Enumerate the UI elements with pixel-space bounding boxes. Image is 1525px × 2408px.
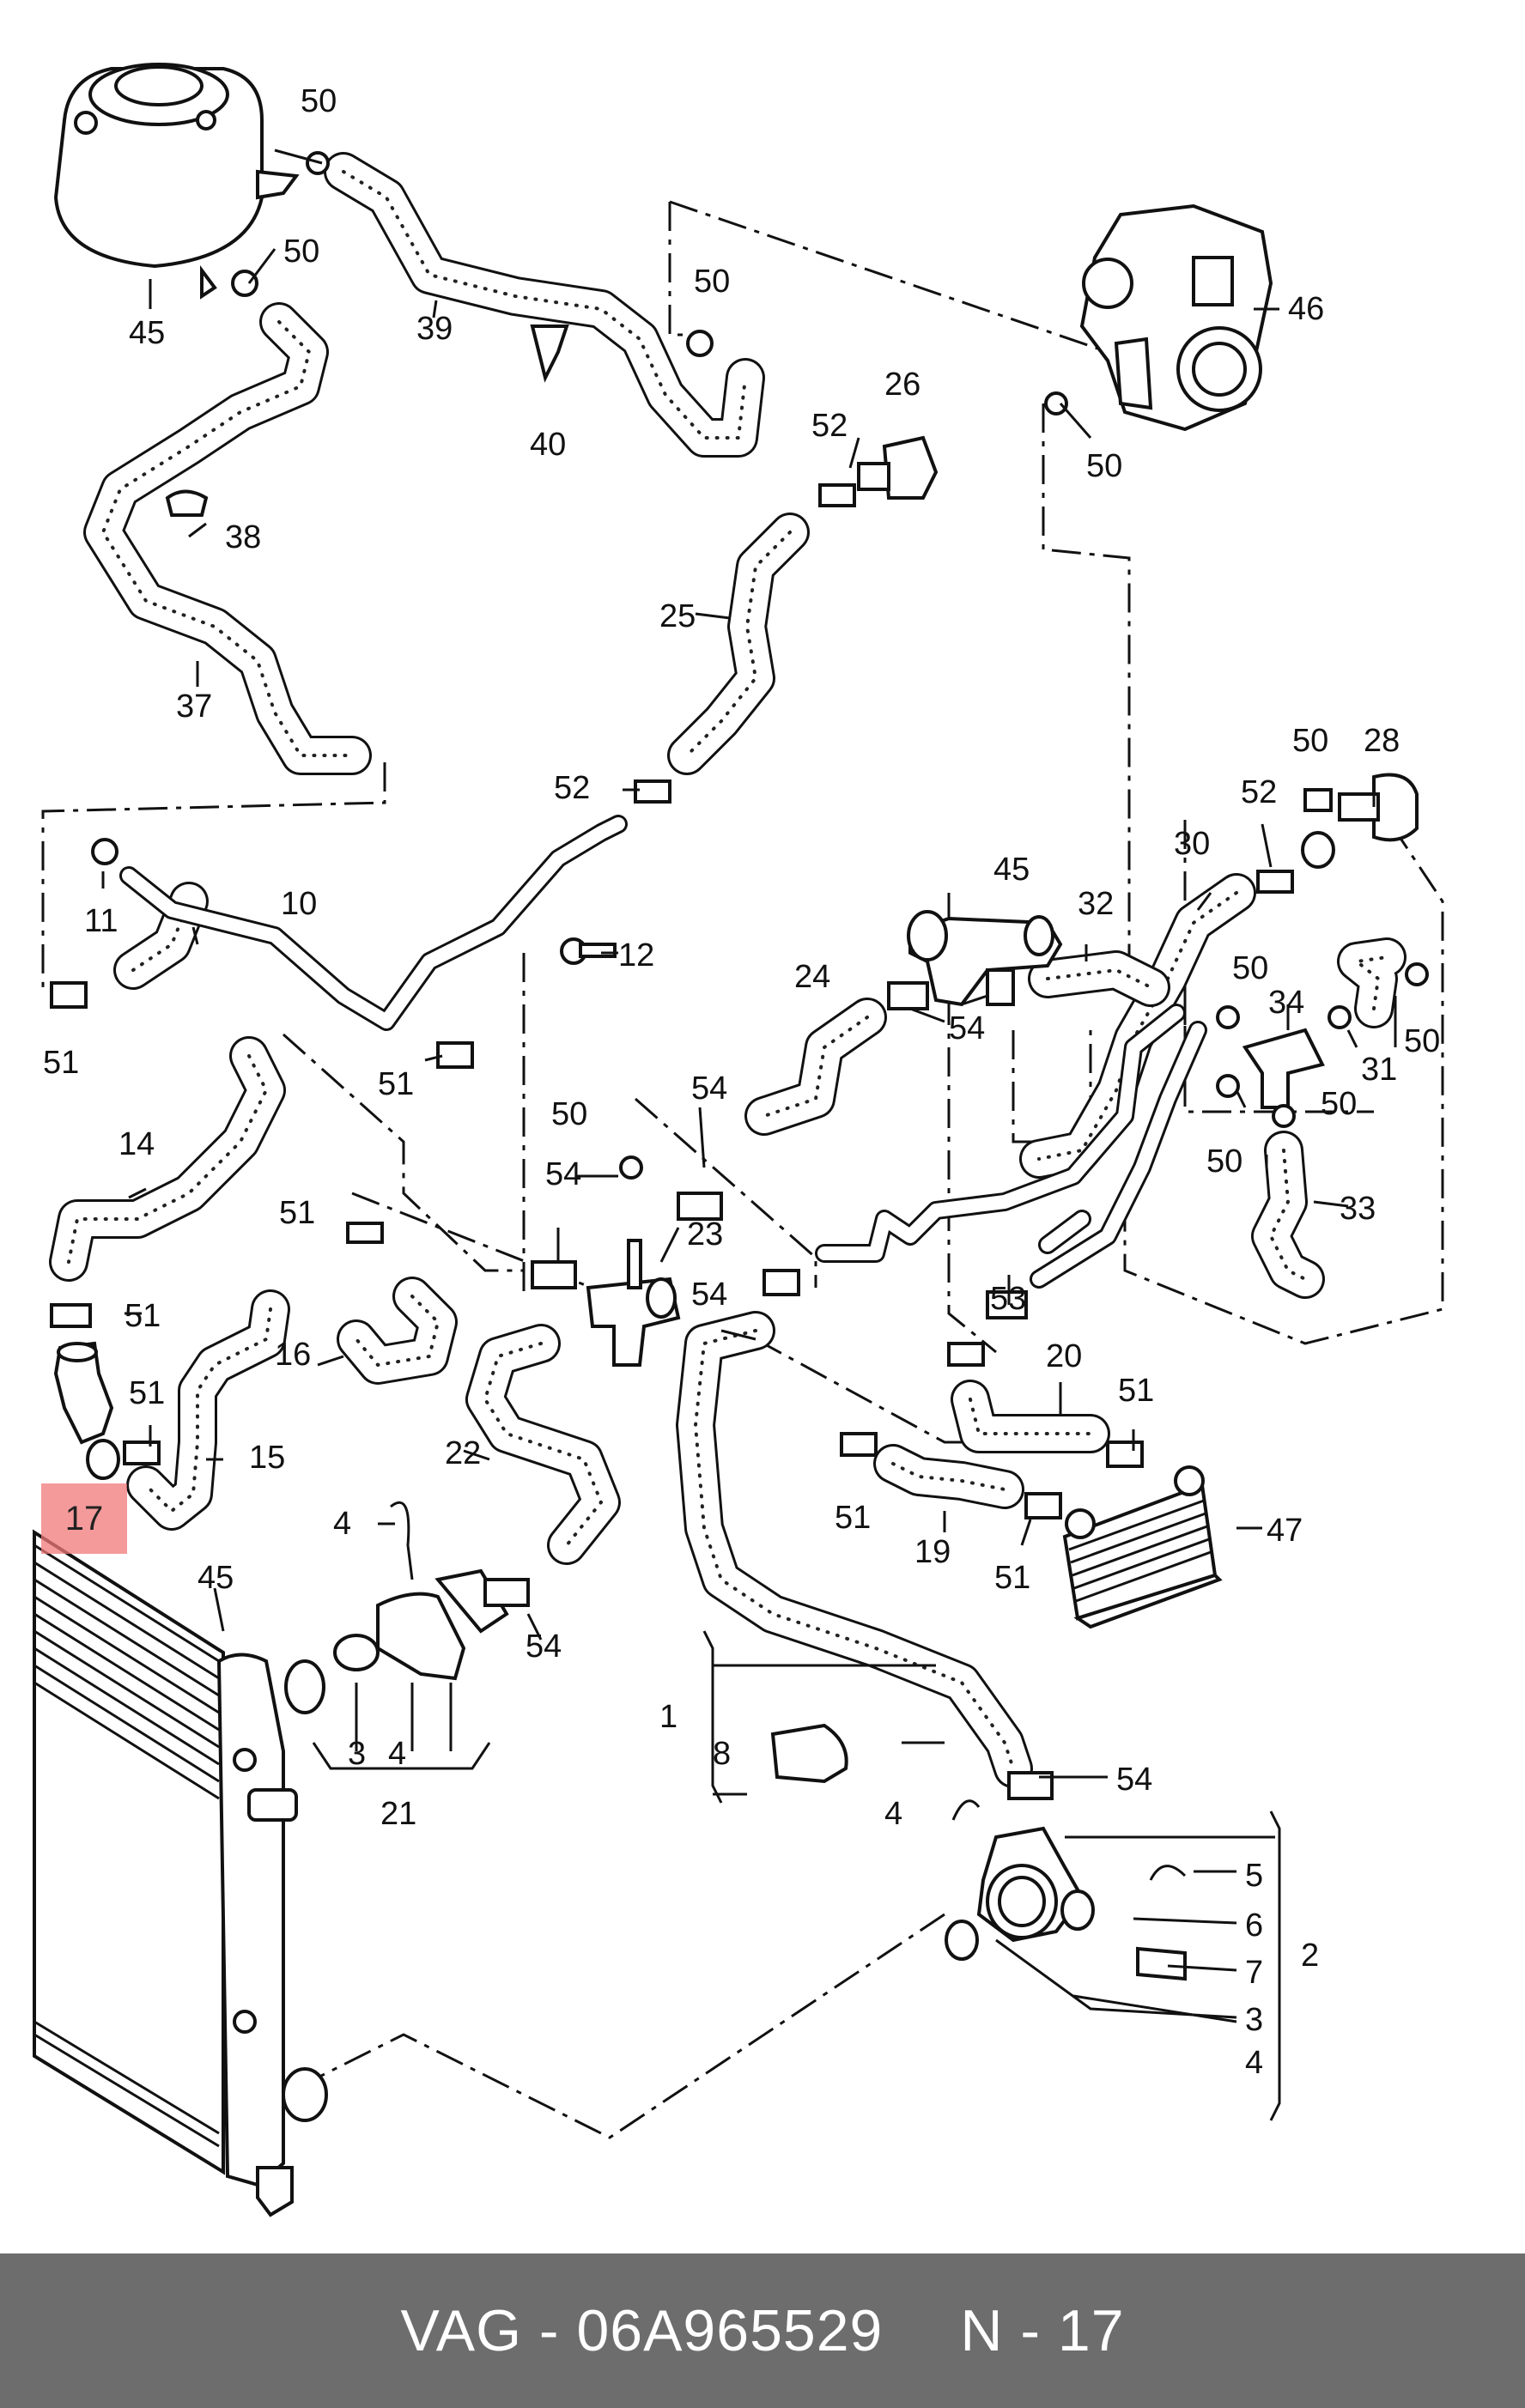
callout-54: 54 xyxy=(691,1071,727,1107)
oil-cooler xyxy=(1062,1465,1223,1629)
callout-51: 51 xyxy=(279,1195,315,1231)
callout-20: 20 xyxy=(1046,1338,1082,1374)
callout-50: 50 xyxy=(551,1096,587,1132)
callout-22: 22 xyxy=(445,1435,481,1471)
callout-45: 45 xyxy=(197,1560,234,1596)
callout-51: 51 xyxy=(994,1560,1030,1596)
coolant-system-exploded-diagram: 50 50 45 39 40 50 46 50 26 52 38 25 37 5… xyxy=(33,63,1444,2217)
callout-51: 51 xyxy=(129,1375,165,1411)
callout-4: 4 xyxy=(1245,2045,1263,2081)
callout-53: 53 xyxy=(990,1281,1026,1317)
callout-51: 51 xyxy=(835,1500,871,1536)
callout-51: 51 xyxy=(125,1298,161,1334)
callout-50: 50 xyxy=(1232,950,1268,986)
callout-54: 54 xyxy=(526,1629,562,1665)
callout-15: 15 xyxy=(249,1440,285,1476)
callout-50: 50 xyxy=(1086,448,1122,484)
callout-51: 51 xyxy=(1118,1373,1154,1409)
callout-31: 31 xyxy=(1361,1052,1397,1088)
callout-54: 54 xyxy=(949,1010,985,1046)
callout-19: 19 xyxy=(914,1534,951,1570)
radiator xyxy=(33,1529,328,2217)
callout-32: 32 xyxy=(1078,886,1114,922)
callout-46: 46 xyxy=(1288,291,1324,327)
callout-2: 2 xyxy=(1301,1938,1319,1974)
callout-labels: 50 50 45 39 40 50 46 50 26 52 38 25 37 5… xyxy=(43,83,1440,2081)
callout-50: 50 xyxy=(283,234,319,270)
hose-clamps xyxy=(50,151,1429,1800)
callout-11: 11 xyxy=(84,903,118,939)
callout-47: 47 xyxy=(1267,1513,1303,1549)
callout-24: 24 xyxy=(794,959,830,995)
leader-lines xyxy=(101,149,1397,2121)
callout-50: 50 xyxy=(1404,1023,1440,1059)
highlighted-part-label: 17 xyxy=(64,1499,104,1538)
callout-4: 4 xyxy=(388,1736,406,1772)
callout-45: 45 xyxy=(129,315,165,351)
fittings xyxy=(53,325,1419,1981)
callout-3: 3 xyxy=(348,1736,366,1772)
callout-3: 3 xyxy=(1245,2002,1263,2038)
callout-7: 7 xyxy=(1245,1955,1263,1991)
callout-52: 52 xyxy=(811,408,848,444)
callout-50: 50 xyxy=(694,264,730,300)
group-outline-lines xyxy=(41,200,1444,2139)
callout-37: 37 xyxy=(176,688,212,725)
callout-12: 12 xyxy=(618,937,654,974)
expansion-tank xyxy=(53,63,300,300)
callout-34: 34 xyxy=(1268,985,1304,1021)
diagram-position: N - 17 xyxy=(960,2298,1125,2363)
callout-6: 6 xyxy=(1245,1908,1263,1944)
callout-25: 25 xyxy=(659,598,696,634)
callout-14: 14 xyxy=(118,1126,155,1162)
callout-51: 51 xyxy=(43,1045,79,1081)
part-info-footer: VAG - 06A965529 N - 17 xyxy=(0,2253,1525,2408)
callout-38: 38 xyxy=(225,519,261,555)
callout-4: 4 xyxy=(884,1796,902,1832)
callout-52: 52 xyxy=(554,770,590,806)
callout-26: 26 xyxy=(884,367,920,403)
callout-51: 51 xyxy=(378,1066,414,1102)
callout-10: 10 xyxy=(281,886,317,922)
callout-30: 30 xyxy=(1174,826,1210,862)
callout-50: 50 xyxy=(1292,723,1328,759)
callout-45: 45 xyxy=(993,852,1030,888)
callout-1: 1 xyxy=(659,1699,677,1735)
callout-5: 5 xyxy=(1245,1858,1263,1894)
callout-8: 8 xyxy=(713,1736,731,1772)
rigid-pipes xyxy=(119,815,1207,1289)
callout-21: 21 xyxy=(380,1796,416,1832)
callout-50: 50 xyxy=(1206,1143,1242,1180)
throttle-body xyxy=(1079,203,1273,432)
callout-33: 33 xyxy=(1340,1191,1376,1227)
callout-39: 39 xyxy=(416,311,453,347)
callout-54: 54 xyxy=(691,1277,727,1313)
callout-4: 4 xyxy=(333,1506,351,1542)
callout-40: 40 xyxy=(530,427,566,463)
callout-23: 23 xyxy=(687,1216,723,1253)
callout-28: 28 xyxy=(1364,723,1400,759)
callout-50: 50 xyxy=(301,83,337,119)
callout-16: 16 xyxy=(275,1337,311,1373)
callout-52: 52 xyxy=(1241,774,1277,810)
callout-54: 54 xyxy=(545,1156,581,1192)
highlighted-part-17: 17 xyxy=(41,1483,127,1554)
callout-54: 54 xyxy=(1116,1762,1152,1798)
callout-50: 50 xyxy=(1321,1086,1357,1122)
brand-part-number: VAG - 06A965529 xyxy=(400,2298,884,2363)
